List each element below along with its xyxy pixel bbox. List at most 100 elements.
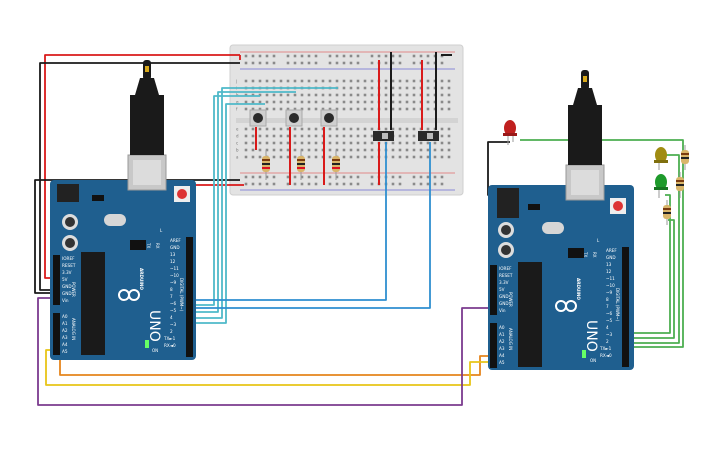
breadboard-hole[interactable] — [328, 148, 332, 152]
breadboard-hole[interactable] — [244, 148, 248, 152]
breadboard-hole[interactable] — [440, 107, 444, 111]
breadboard-hole[interactable] — [363, 79, 367, 83]
breadboard-hole[interactable] — [265, 182, 269, 186]
breadboard-hole[interactable] — [307, 175, 311, 179]
breadboard-hole[interactable] — [314, 148, 318, 152]
breadboard-hole[interactable] — [335, 127, 339, 131]
breadboard-hole[interactable] — [279, 100, 283, 104]
breadboard-hole[interactable] — [307, 93, 311, 97]
resistor-4[interactable] — [681, 145, 689, 170]
breadboard-hole[interactable] — [335, 93, 339, 97]
resistor-5[interactable] — [676, 172, 684, 198]
breadboard-hole[interactable] — [307, 182, 311, 186]
breadboard-hole[interactable] — [398, 182, 402, 186]
breadboard-hole[interactable] — [300, 107, 304, 111]
breadboard-hole[interactable] — [349, 127, 353, 131]
breadboard-hole[interactable] — [370, 107, 374, 111]
breadboard-hole[interactable] — [251, 182, 255, 186]
breadboard-hole[interactable] — [265, 79, 269, 83]
breadboard-hole[interactable] — [447, 155, 451, 159]
breadboard-hole[interactable] — [314, 93, 318, 97]
breadboard-hole[interactable] — [307, 79, 311, 83]
breadboard-hole[interactable] — [412, 100, 416, 104]
breadboard-hole[interactable] — [293, 61, 297, 65]
breadboard-hole[interactable] — [440, 127, 444, 131]
breadboard-hole[interactable] — [314, 54, 318, 58]
breadboard-hole[interactable] — [363, 100, 367, 104]
breadboard-hole[interactable] — [398, 175, 402, 179]
breadboard-hole[interactable] — [370, 148, 374, 152]
breadboard-hole[interactable] — [349, 54, 353, 58]
breadboard-hole[interactable] — [419, 148, 423, 152]
breadboard-hole[interactable] — [244, 141, 248, 145]
breadboard-hole[interactable] — [405, 134, 409, 138]
breadboard-hole[interactable] — [300, 134, 304, 138]
breadboard-hole[interactable] — [412, 175, 416, 179]
breadboard-hole[interactable] — [398, 54, 402, 58]
breadboard-hole[interactable] — [419, 182, 423, 186]
breadboard-hole[interactable] — [265, 54, 269, 58]
breadboard-hole[interactable] — [307, 54, 311, 58]
breadboard-hole[interactable] — [314, 175, 318, 179]
breadboard-hole[interactable] — [272, 148, 276, 152]
breadboard-hole[interactable] — [447, 79, 451, 83]
breadboard-hole[interactable] — [363, 148, 367, 152]
breadboard-hole[interactable] — [447, 107, 451, 111]
breadboard-hole[interactable] — [342, 107, 346, 111]
breadboard-hole[interactable] — [244, 155, 248, 159]
breadboard-hole[interactable] — [433, 155, 437, 159]
breadboard-hole[interactable] — [286, 182, 290, 186]
breadboard-hole[interactable] — [370, 100, 374, 104]
breadboard-hole[interactable] — [370, 155, 374, 159]
breadboard-hole[interactable] — [426, 61, 430, 65]
breadboard-hole[interactable] — [265, 148, 269, 152]
breadboard-hole[interactable] — [286, 175, 290, 179]
breadboard-hole[interactable] — [363, 155, 367, 159]
breadboard-hole[interactable] — [440, 155, 444, 159]
breadboard-hole[interactable] — [293, 175, 297, 179]
breadboard-hole[interactable] — [272, 155, 276, 159]
breadboard-hole[interactable] — [251, 100, 255, 104]
breadboard-hole[interactable] — [244, 134, 248, 138]
breadboard-hole[interactable] — [363, 134, 367, 138]
breadboard-hole[interactable] — [384, 93, 388, 97]
breadboard-hole[interactable] — [391, 100, 395, 104]
breadboard-hole[interactable] — [244, 54, 248, 58]
breadboard-hole[interactable] — [398, 79, 402, 83]
breadboard-hole[interactable] — [384, 86, 388, 90]
breadboard-hole[interactable] — [363, 141, 367, 145]
breadboard-hole[interactable] — [426, 54, 430, 58]
breadboard-hole[interactable] — [377, 54, 381, 58]
breadboard-hole[interactable] — [419, 155, 423, 159]
breadboard-hole[interactable] — [384, 54, 388, 58]
breadboard-hole[interactable] — [405, 100, 409, 104]
breadboard-hole[interactable] — [384, 127, 388, 131]
breadboard-hole[interactable] — [307, 134, 311, 138]
breadboard-hole[interactable] — [405, 79, 409, 83]
breadboard-hole[interactable] — [356, 175, 360, 179]
breadboard-hole[interactable] — [363, 93, 367, 97]
breadboard-hole[interactable] — [279, 127, 283, 131]
breadboard-hole[interactable] — [405, 155, 409, 159]
resistor-2[interactable] — [297, 150, 305, 180]
breadboard-hole[interactable] — [412, 86, 416, 90]
breadboard-hole[interactable] — [314, 155, 318, 159]
breadboard-hole[interactable] — [447, 93, 451, 97]
breadboard-hole[interactable] — [251, 107, 255, 111]
breadboard-hole[interactable] — [258, 175, 262, 179]
breadboard-hole[interactable] — [272, 175, 276, 179]
breadboard-hole[interactable] — [426, 141, 430, 145]
breadboard-hole[interactable] — [286, 107, 290, 111]
breadboard-hole[interactable] — [293, 141, 297, 145]
breadboard-hole[interactable] — [293, 182, 297, 186]
breadboard-hole[interactable] — [391, 93, 395, 97]
breadboard-hole[interactable] — [419, 141, 423, 145]
usb-cable-right[interactable] — [568, 70, 602, 165]
breadboard-hole[interactable] — [426, 155, 430, 159]
breadboard-hole[interactable] — [286, 93, 290, 97]
breadboard-hole[interactable] — [244, 127, 248, 131]
breadboard-hole[interactable] — [251, 127, 255, 131]
breadboard-hole[interactable] — [405, 107, 409, 111]
breadboard-hole[interactable] — [244, 175, 248, 179]
breadboard-hole[interactable] — [391, 86, 395, 90]
